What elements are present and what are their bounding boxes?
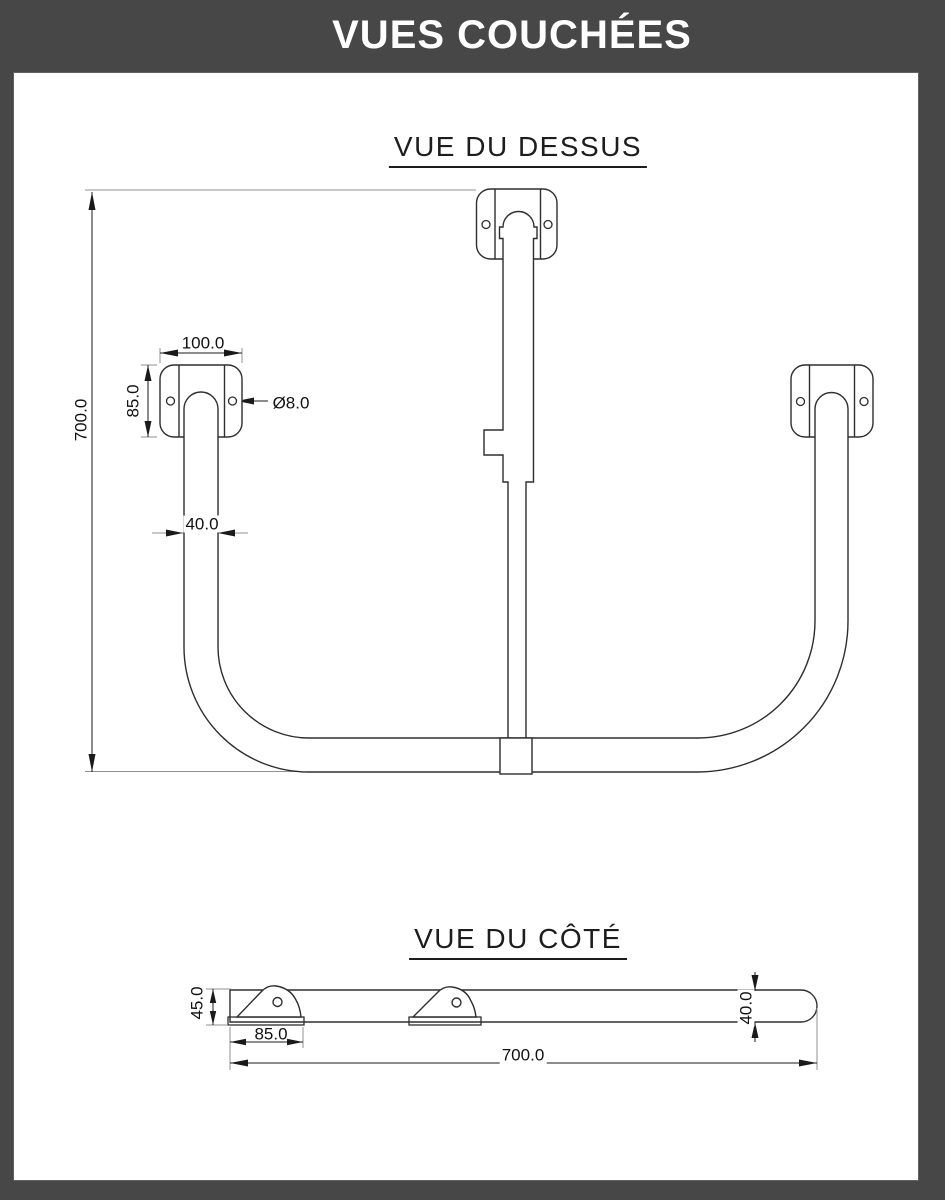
top-view-title: VUE DU DESSUS — [388, 131, 648, 168]
dim-tube-diameter-top: 40.0 — [183, 514, 221, 534]
top-view-dimension-arrows — [88, 192, 254, 772]
dim-tube-diameter-side: 40.0 — [736, 989, 756, 1027]
side-view-title: VUE DU CÔTÉ — [409, 923, 627, 960]
side-view-dimension-arrows — [209, 975, 817, 1067]
page-title: VUES COUCHÉES — [332, 13, 692, 57]
side-view-extension-lines — [206, 988, 818, 1070]
dim-overall-depth: 700.0 — [71, 398, 91, 442]
screw-holes — [165, 219, 869, 407]
dim-plate-height: 85.0 — [123, 384, 143, 418]
dim-plate-width: 100.0 — [181, 333, 225, 353]
top-view-dimension-lines — [91, 192, 268, 772]
dim-bracket-height: 45.0 — [187, 986, 207, 1020]
dim-base-length: 85.0 — [254, 1024, 288, 1044]
dim-hole-diameter: Ø8.0 — [272, 393, 310, 413]
dim-overall-length: 700.0 — [499, 1045, 547, 1065]
tube-junction-block — [499, 737, 533, 775]
center-tube-outline — [483, 210, 538, 739]
u-tube-outline — [183, 391, 849, 773]
top-view-extension-lines — [85, 189, 476, 772]
side-bar-outline — [229, 989, 818, 1023]
bracket-fins — [235, 985, 477, 1018]
side-view-drawing — [206, 972, 818, 1070]
top-view-drawing — [85, 188, 874, 775]
